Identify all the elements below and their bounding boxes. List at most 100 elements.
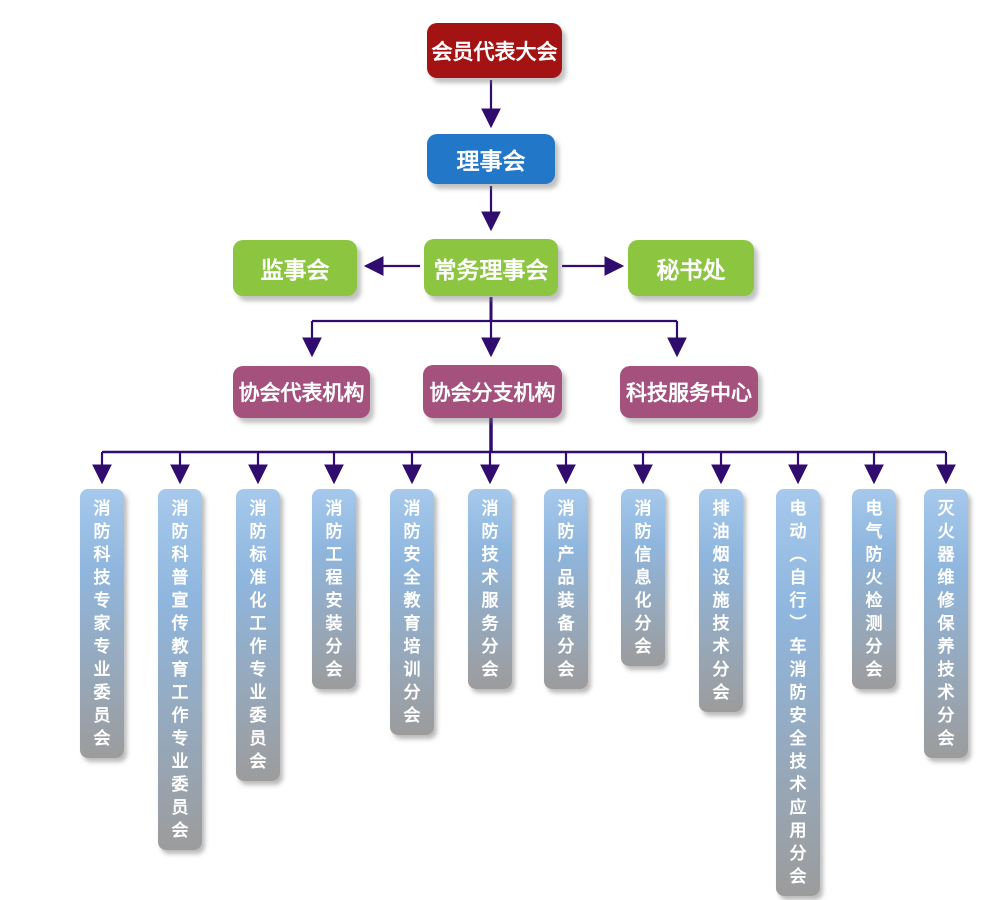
branch-char: 员 (249, 729, 267, 748)
branch-char: 安 (789, 706, 807, 725)
branch-char: 技 (789, 752, 807, 771)
branch-char: 育 (403, 614, 421, 633)
branch-char: 员 (171, 798, 189, 817)
node-representative-bodies: 协会代表机构 (227, 359, 375, 418)
branch-char: 信 (634, 545, 652, 564)
branch-char: 消 (93, 499, 111, 518)
branch-char: 分 (634, 614, 652, 633)
branch-char: 测 (865, 614, 883, 633)
branch-char: 工 (325, 545, 343, 564)
branch-char: 宣 (171, 591, 189, 610)
branch-char: 消 (249, 499, 267, 518)
branch-char: 会 (712, 683, 730, 702)
branch-char: 准 (249, 568, 267, 587)
branch-char: 员 (93, 706, 111, 725)
branch-char: 烟 (712, 545, 730, 564)
branch-char: 器 (937, 545, 955, 564)
branch-char: ︶ (789, 614, 807, 633)
branch-char: 产 (557, 545, 575, 564)
branch-char: 防 (557, 522, 575, 541)
branch-char: 专 (171, 729, 189, 748)
node-branch-bodies: 协会分支机构 (417, 358, 567, 418)
branch-char: 防 (789, 683, 807, 702)
branch-char: 防 (249, 522, 267, 541)
branch-char: 委 (171, 775, 189, 794)
branch-char: 教 (171, 637, 189, 656)
branch-char: 家 (93, 614, 111, 633)
node-tech-service-center: 科技服务中心 (614, 359, 763, 418)
branch-char: 消 (171, 499, 189, 518)
branch-char: 气 (865, 522, 883, 541)
branch-char: 安 (403, 545, 421, 564)
branch-char: 分 (712, 660, 730, 679)
branch-char: 消 (634, 499, 652, 518)
branch-char: 普 (171, 568, 189, 587)
branch-char: ︵ (789, 545, 807, 564)
branch-box-6: 消防技术服务分会 (468, 489, 512, 689)
branch-char: 教 (403, 591, 421, 610)
branch-char: 术 (481, 568, 499, 587)
branch-char: 会 (403, 706, 421, 725)
branch-char: 动 (789, 522, 807, 541)
branch-char: 程 (325, 568, 343, 587)
branch-char: 电 (865, 499, 883, 518)
branch-char: 科 (171, 545, 189, 564)
branch-char: 防 (93, 522, 111, 541)
branch-char: 术 (937, 683, 955, 702)
branch-char: 委 (93, 683, 111, 702)
branch-char: 自 (789, 568, 807, 587)
branch-char: 车 (789, 637, 807, 656)
branch-char: 分 (325, 637, 343, 656)
branch-box-8: 消防信息化分会 (621, 489, 665, 666)
branch-char: 防 (634, 522, 652, 541)
branch-char: 训 (403, 660, 421, 679)
branch-char: 培 (403, 637, 421, 656)
branch-char: 术 (712, 637, 730, 656)
branch-char: 分 (937, 706, 955, 725)
branch-char: 会 (481, 660, 499, 679)
branch-char: 化 (249, 591, 267, 610)
branch-box-1: 消防科技专家专业委员会 (80, 489, 124, 758)
branch-char: 全 (789, 729, 807, 748)
branch-char: 油 (712, 522, 730, 541)
branch-char: 行 (789, 591, 807, 610)
branch-char: 装 (325, 614, 343, 633)
branch-char: 安 (325, 591, 343, 610)
branch-char: 品 (557, 568, 575, 587)
node-standing-council: 常务理事会 (418, 232, 563, 296)
branch-box-2: 消防科普宣传教育工作专业委员会 (158, 489, 202, 850)
branch-char: 分 (865, 637, 883, 656)
branch-char: 技 (93, 568, 111, 587)
branch-char: 排 (712, 499, 730, 518)
branch-char: 会 (865, 660, 883, 679)
branch-char: 会 (789, 867, 807, 886)
branch-box-5: 消防安全教育培训分会 (390, 489, 434, 735)
branch-box-3: 消防标准化工作专业委员会 (236, 489, 280, 781)
branch-char: 电 (789, 499, 807, 518)
branch-char: 检 (865, 591, 883, 610)
branch-char: 专 (93, 637, 111, 656)
branch-char: 化 (634, 591, 652, 610)
branch-char: 应 (789, 798, 807, 817)
branch-char: 会 (249, 752, 267, 771)
branch-char: 消 (557, 499, 575, 518)
branch-char: 务 (481, 614, 499, 633)
branch-char: 修 (937, 591, 955, 610)
branch-char: 会 (557, 660, 575, 679)
branch-char: 消 (789, 660, 807, 679)
branch-char: 专 (93, 591, 111, 610)
branch-char: 分 (481, 637, 499, 656)
branch-char: 防 (325, 522, 343, 541)
branch-char: 火 (937, 522, 955, 541)
branch-box-9: 排油烟设施技术分会 (699, 489, 743, 712)
branch-char: 技 (712, 614, 730, 633)
branch-char: 设 (712, 568, 730, 587)
branch-char: 委 (249, 706, 267, 725)
branch-char: 分 (557, 637, 575, 656)
branch-char: 火 (865, 568, 883, 587)
branch-char: 施 (712, 591, 730, 610)
branch-char: 防 (481, 522, 499, 541)
branch-char: 消 (325, 499, 343, 518)
branch-char: 灭 (937, 499, 955, 518)
